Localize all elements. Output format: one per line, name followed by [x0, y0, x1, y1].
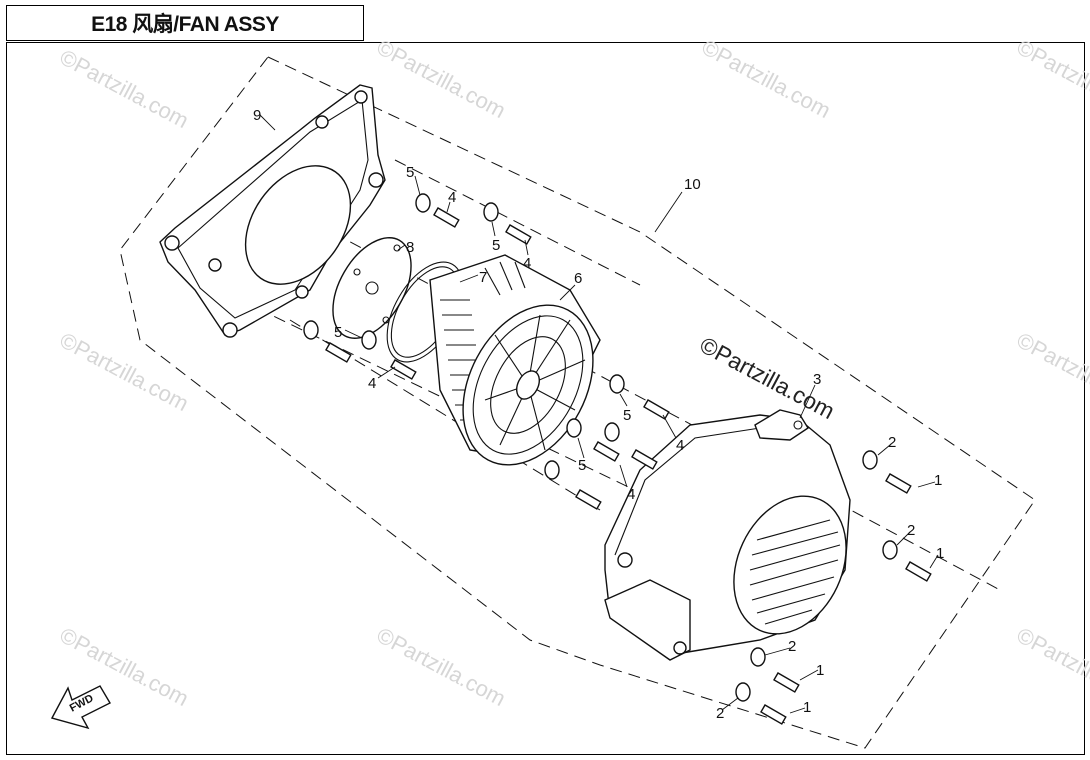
callout-10: 10 [684, 176, 701, 193]
callout-4-mid: 4 [676, 437, 684, 454]
callout-4-upper-right: 4 [523, 255, 531, 272]
callout-2-mid: 2 [907, 522, 915, 539]
watermark-3: ©Partzilla.com [698, 34, 835, 123]
watermark-8: ©Partzilla.com [373, 622, 510, 711]
callout-5-left: 5 [334, 324, 342, 341]
page-title: E18 风扇/FAN ASSY [91, 13, 279, 36]
fwd-arrow: FWD [50, 685, 111, 730]
callout-1-lower: 1 [816, 662, 824, 679]
callout-2-lower: 2 [788, 638, 796, 655]
back-plate [159, 84, 386, 338]
fasteners [303, 193, 932, 725]
callout-4-upper-left: 4 [448, 189, 456, 206]
callout-1-bottom: 1 [803, 699, 811, 716]
callout-5-mid: 5 [623, 407, 631, 424]
diagram-frame [6, 42, 1085, 755]
cooling-fan [429, 254, 601, 466]
watermark-2: ©Partzilla.com [373, 34, 510, 123]
callout-6: 6 [574, 270, 582, 287]
callout-2-bottom: 2 [716, 705, 724, 722]
watermark-4: ©Partzilla.com [1013, 34, 1090, 123]
watermark-1: ©Partzilla.com [56, 44, 193, 133]
watermark-6: ©Partzilla.com [1013, 327, 1090, 416]
callout-1-mid: 1 [936, 545, 944, 562]
callout-4-lower: 4 [627, 486, 635, 503]
leader-lines [259, 114, 939, 714]
callout-4-left: 4 [368, 375, 376, 392]
fan-cover [604, 409, 851, 661]
callout-2-upper: 2 [888, 434, 896, 451]
callout-3: 3 [813, 371, 821, 388]
callout-1-upper: 1 [934, 472, 942, 489]
callout-5-upper-right: 5 [492, 237, 500, 254]
callout-5-lower: 5 [578, 457, 586, 474]
assembly-outline [119, 56, 1036, 749]
title-box: E18 风扇/FAN ASSY [6, 5, 364, 41]
callout-9: 9 [253, 107, 261, 124]
watermark-5: ©Partzilla.com [56, 327, 193, 416]
callout-8: 8 [406, 239, 414, 256]
callouts: 10 9 8 7 6 5 5 5 5 5 4 4 4 4 4 3 2 2 2 2… [253, 107, 944, 722]
axis-line-3 [394, 159, 641, 286]
callout-5-upper-left: 5 [406, 164, 414, 181]
watermark-9: ©Partzilla.com [1013, 622, 1090, 711]
callout-7: 7 [479, 269, 487, 286]
